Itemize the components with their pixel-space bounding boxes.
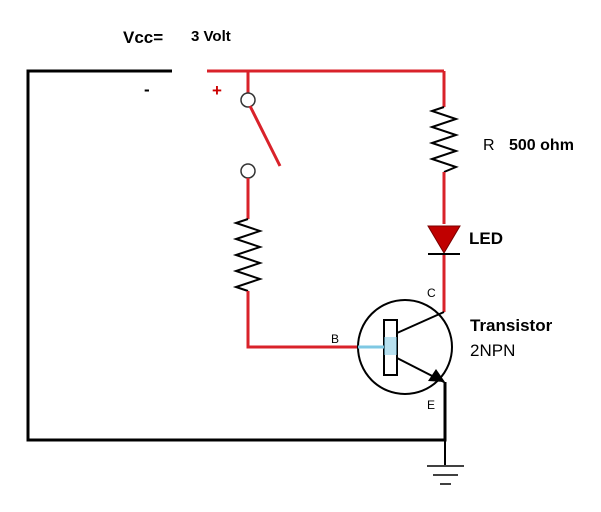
base-wire bbox=[246, 291, 358, 349]
ground-icon bbox=[427, 440, 464, 485]
led-icon bbox=[427, 225, 461, 255]
resistor-icon bbox=[428, 106, 460, 173]
negative-wire bbox=[26, 69, 447, 442]
vcc-value: 3 Volt bbox=[191, 28, 231, 45]
positive-terminal-sign: + bbox=[212, 81, 222, 100]
base-label: B bbox=[331, 332, 339, 346]
led-label: LED bbox=[469, 229, 503, 248]
transistor-label: Transistor bbox=[470, 316, 553, 335]
emitter-label: E bbox=[427, 398, 435, 412]
resistor-symbol: R bbox=[483, 137, 495, 154]
negative-terminal-sign: - bbox=[144, 80, 150, 99]
switch-icon bbox=[240, 92, 282, 179]
vcc-label: Vcc= bbox=[123, 28, 163, 47]
collector-label: C bbox=[427, 286, 436, 300]
resistor-value: 500 ohm bbox=[509, 137, 574, 154]
resistor-icon bbox=[232, 218, 264, 292]
npn-transistor-icon bbox=[357, 299, 453, 395]
transistor-type: 2NPN bbox=[470, 341, 515, 360]
